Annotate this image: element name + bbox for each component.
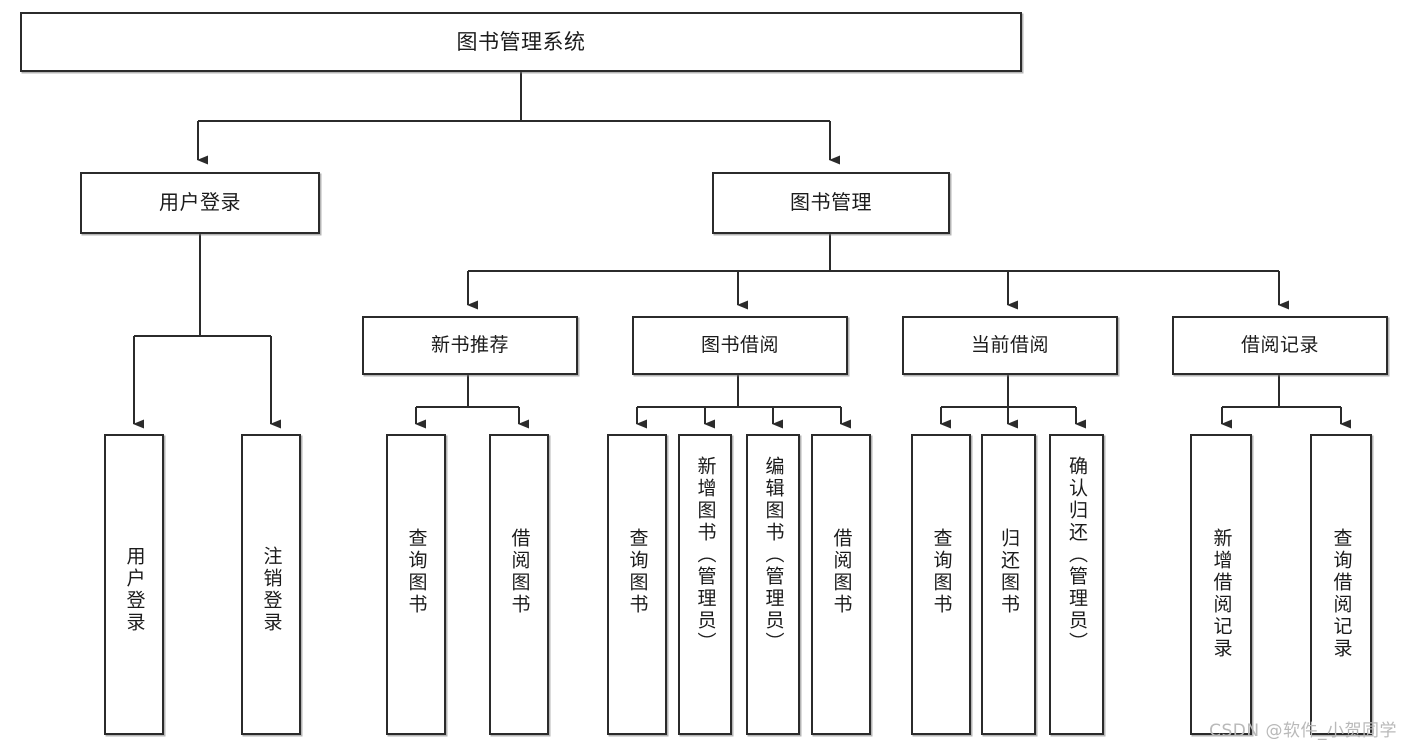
node-leaf-user-login[interactable]: 用户登录 — [104, 434, 164, 735]
node-root-system[interactable]: 图书管理系统 — [20, 12, 1022, 72]
node-leaf-user-login-label: 用户登录 — [123, 546, 146, 634]
node-leaf-query-book-3[interactable]: 查询图书 — [911, 434, 971, 735]
node-leaf-query-book-2-label: 查询图书 — [626, 528, 649, 616]
node-leaf-query-book-3-label: 查询图书 — [930, 528, 953, 616]
node-leaf-confirm-return[interactable]: 确认归还（管理员） — [1049, 434, 1104, 735]
node-leaf-borrow-book-1-label: 借阅图书 — [508, 528, 531, 616]
node-leaf-logout[interactable]: 注销登录 — [241, 434, 301, 735]
node-leaf-return-book[interactable]: 归还图书 — [981, 434, 1036, 735]
node-leaf-edit-book[interactable]: 编辑图书（管理员） — [746, 434, 800, 735]
node-new-book-rec-label: 新书推荐 — [430, 334, 509, 357]
node-root-label: 图书管理系统 — [456, 29, 586, 54]
node-borrow-record-label: 借阅记录 — [1240, 334, 1319, 357]
csdn-watermark: CSDN @软件_小贺同学 — [1209, 721, 1397, 741]
node-leaf-query-book-1[interactable]: 查询图书 — [386, 434, 446, 735]
node-leaf-add-book[interactable]: 新增图书（管理员） — [678, 434, 732, 735]
node-leaf-borrow-book-1[interactable]: 借阅图书 — [489, 434, 549, 735]
node-book-borrow[interactable]: 图书借阅 — [632, 316, 848, 375]
node-borrow-record[interactable]: 借阅记录 — [1172, 316, 1388, 375]
node-current-borrow[interactable]: 当前借阅 — [902, 316, 1118, 375]
node-leaf-query-book-1-label: 查询图书 — [405, 528, 428, 616]
node-leaf-logout-label: 注销登录 — [260, 546, 283, 634]
node-book-manage[interactable]: 图书管理 — [712, 172, 950, 234]
node-leaf-add-record-label: 新增借阅记录 — [1210, 528, 1233, 660]
node-leaf-borrow-book-2[interactable]: 借阅图书 — [811, 434, 871, 735]
node-leaf-confirm-return-label: 确认归还（管理员） — [1066, 456, 1088, 654]
node-user-login-label: 用户登录 — [159, 190, 241, 215]
node-leaf-add-record[interactable]: 新增借阅记录 — [1190, 434, 1252, 735]
node-user-login[interactable]: 用户登录 — [80, 172, 320, 234]
node-leaf-query-book-2[interactable]: 查询图书 — [607, 434, 667, 735]
node-new-book-rec[interactable]: 新书推荐 — [362, 316, 578, 375]
node-current-borrow-label: 当前借阅 — [970, 334, 1049, 357]
node-leaf-query-record[interactable]: 查询借阅记录 — [1310, 434, 1372, 735]
node-leaf-query-record-label: 查询借阅记录 — [1330, 528, 1353, 660]
node-leaf-borrow-book-2-label: 借阅图书 — [830, 528, 853, 616]
node-leaf-add-book-label: 新增图书（管理员） — [694, 456, 717, 654]
node-leaf-edit-book-label: 编辑图书（管理员） — [762, 456, 785, 654]
node-book-borrow-label: 图书借阅 — [700, 334, 779, 357]
node-leaf-return-book-label: 归还图书 — [998, 528, 1020, 616]
node-book-manage-label: 图书管理 — [790, 190, 872, 215]
